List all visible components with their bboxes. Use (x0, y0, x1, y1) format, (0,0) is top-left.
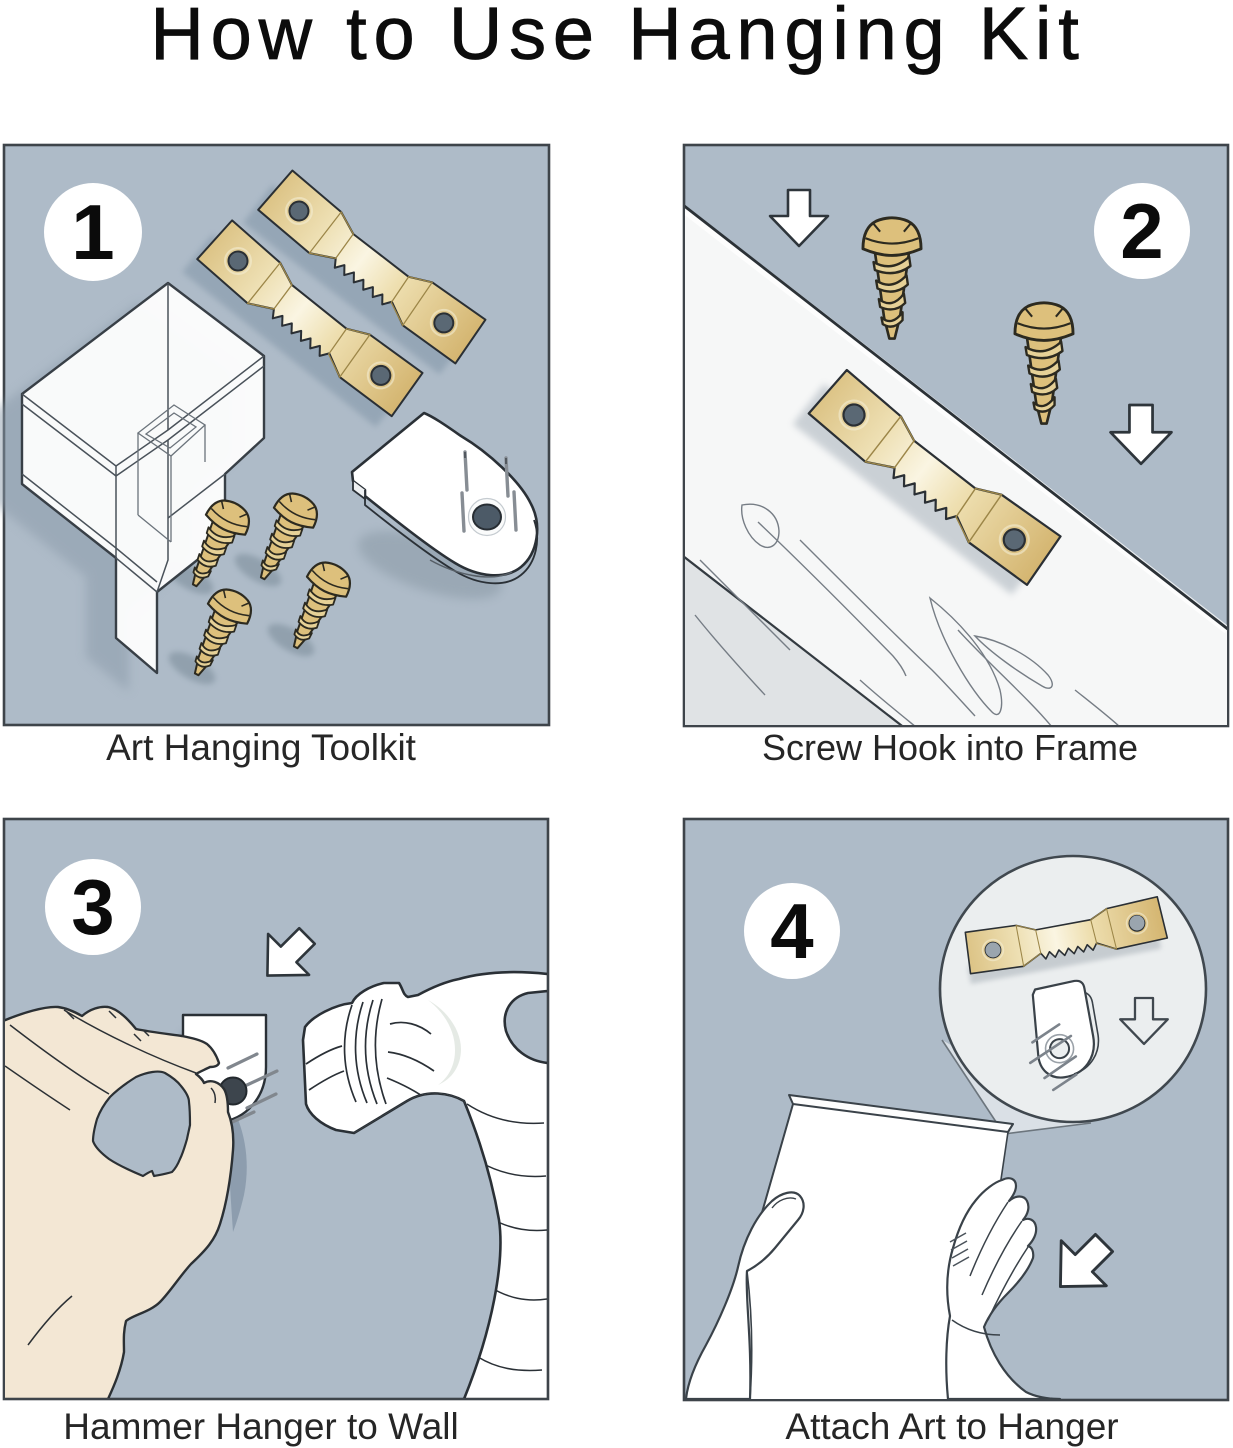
svg-text:How to Use Hanging Kit: How to Use Hanging Kit (150, 0, 1085, 75)
svg-text:Screw Hook into Frame: Screw Hook into Frame (762, 727, 1138, 768)
svg-text:2: 2 (1120, 187, 1163, 275)
svg-text:Art Hanging Toolkit: Art Hanging Toolkit (106, 727, 417, 768)
svg-text:Attach Art to Hanger: Attach Art to Hanger (785, 1406, 1118, 1447)
svg-text:3: 3 (71, 863, 114, 951)
svg-text:Hammer Hanger to Wall: Hammer Hanger to Wall (63, 1406, 458, 1447)
svg-text:1: 1 (71, 188, 114, 276)
svg-text:4: 4 (770, 887, 813, 975)
